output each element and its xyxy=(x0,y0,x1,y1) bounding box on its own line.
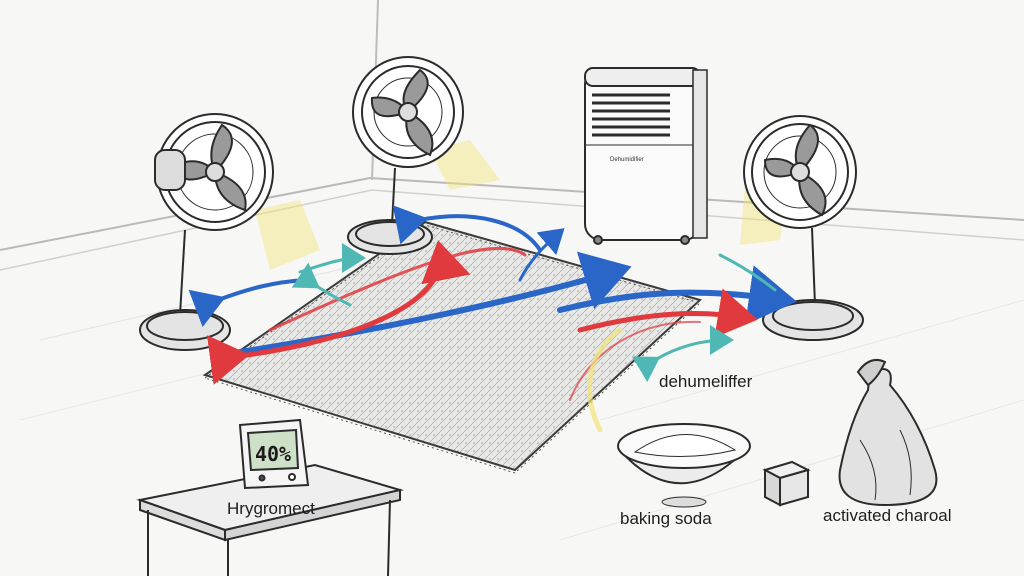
dehumidifier-badge: Dehumidifier xyxy=(610,157,644,163)
dehumidifier xyxy=(584,67,708,245)
table xyxy=(136,463,404,576)
fan-right xyxy=(743,115,864,341)
charcoal-sack xyxy=(838,359,938,507)
airflow-arrows xyxy=(188,205,797,433)
dehumidifier-label: dehumeliffer xyxy=(659,372,753,391)
charcoal-cube xyxy=(762,460,811,507)
hygrometer-reading: 40% xyxy=(255,442,291,466)
charcoal-label: activated charoal xyxy=(823,506,952,525)
hygrometer-label: Hrygromect xyxy=(227,499,315,518)
baking-soda-label: baking soda xyxy=(620,509,712,528)
baking-soda-bowl xyxy=(617,423,751,508)
hygrometer xyxy=(238,418,310,490)
